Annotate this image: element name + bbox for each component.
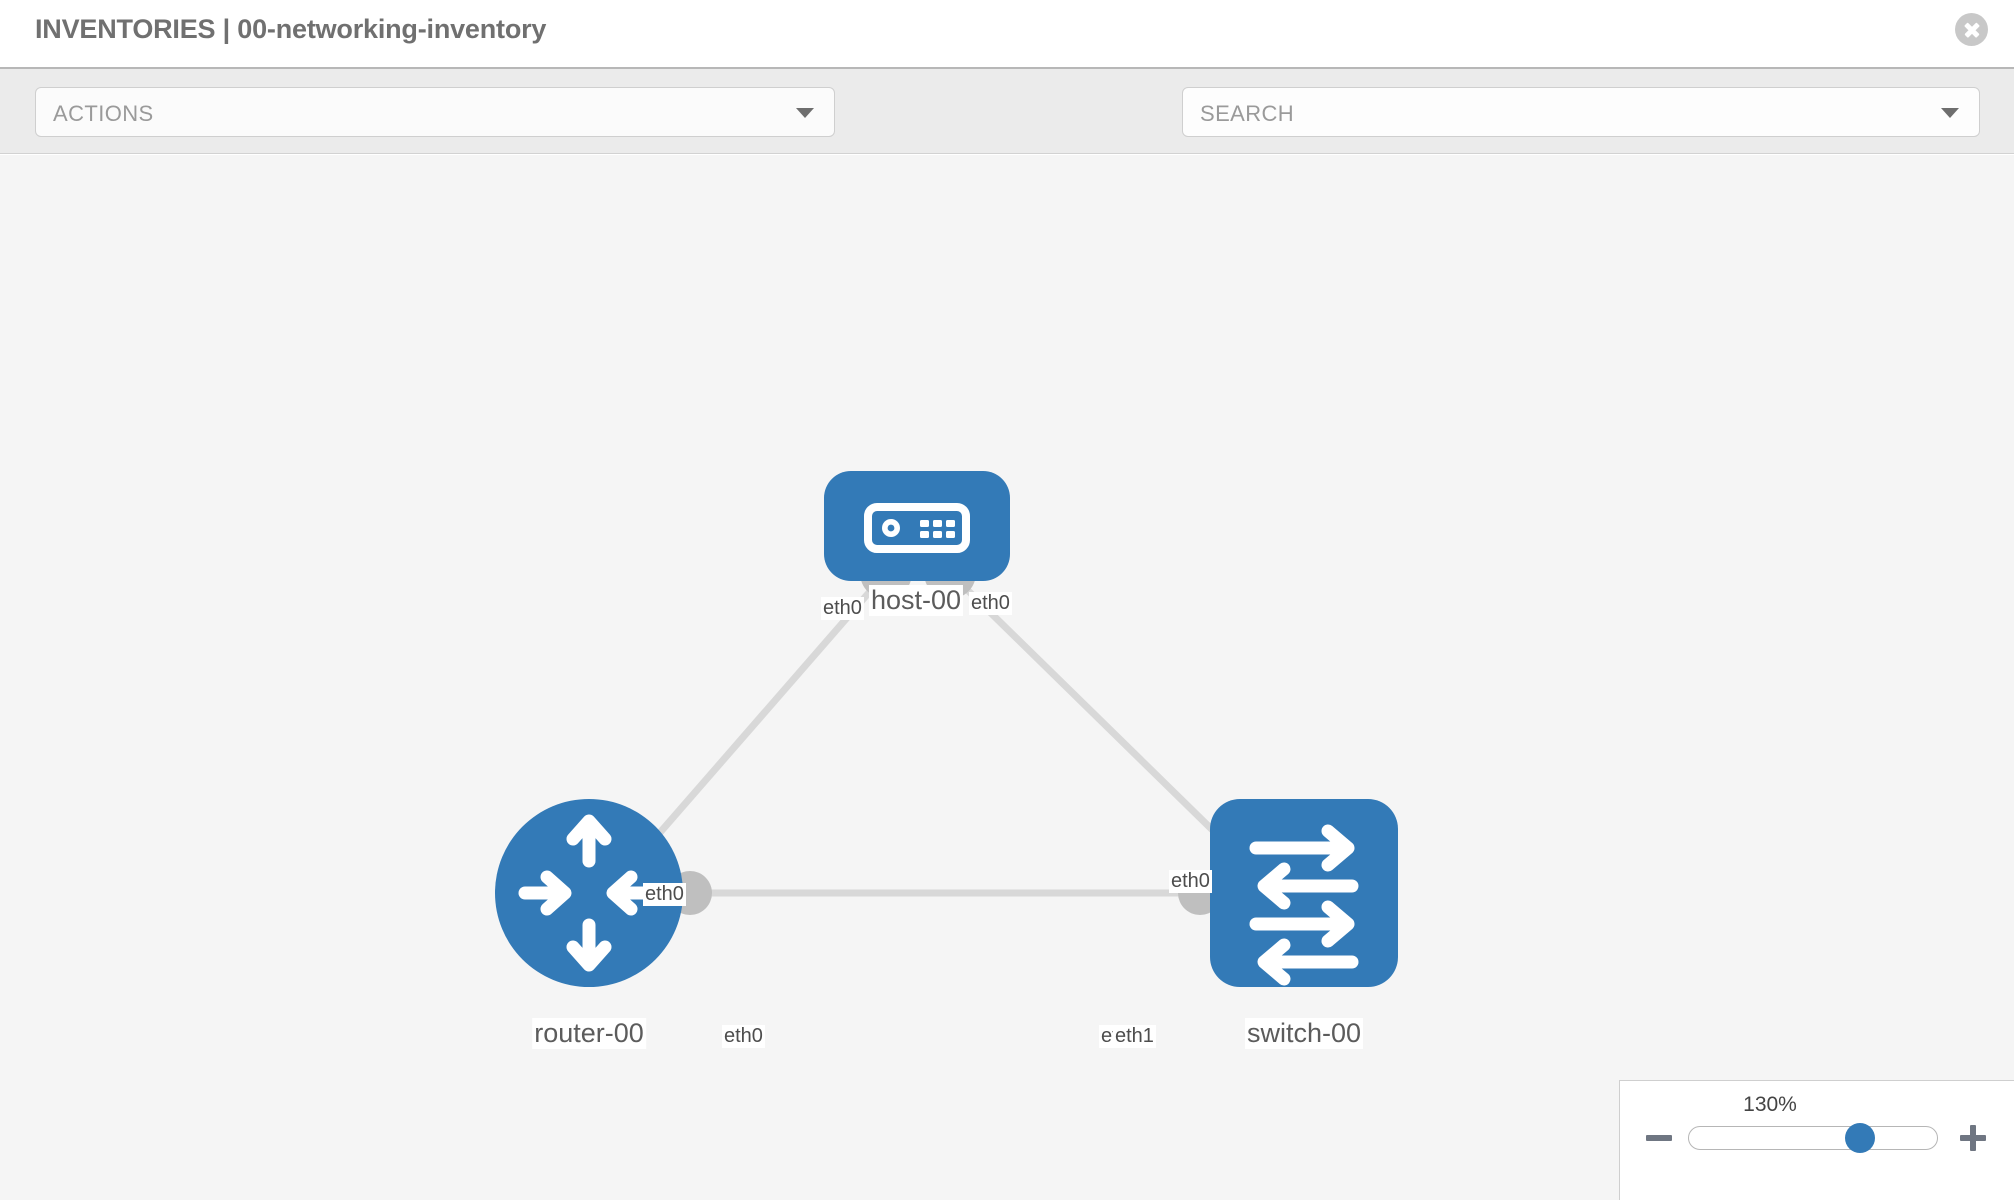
router-arrows-icon — [518, 814, 660, 972]
search-input[interactable]: SEARCH — [1182, 87, 1980, 137]
zoom-in-button[interactable] — [1960, 1125, 1986, 1151]
actions-dropdown[interactable]: ACTIONS — [35, 87, 835, 137]
node-label-switch-00: switch-00 — [1244, 1018, 1364, 1049]
zoom-out-button[interactable] — [1646, 1125, 1672, 1151]
minus-icon — [1646, 1135, 1672, 1141]
switch-arrows-icon — [1249, 824, 1359, 986]
node-host-00 — [824, 471, 1010, 581]
chevron-down-icon[interactable] — [1941, 108, 1959, 118]
edge-label: eth0 — [643, 883, 686, 906]
zoom-control-panel: 130% — [1619, 1080, 2014, 1200]
edge-label: eth0 — [821, 597, 864, 620]
link-host-switch — [947, 570, 1241, 858]
zoom-slider-handle[interactable] — [1845, 1123, 1876, 1153]
node-label-host-00: host-00 — [868, 585, 964, 616]
zoom-level-value: 130% — [1743, 1093, 1797, 1116]
actions-dropdown-label: ACTIONS — [53, 101, 154, 126]
plus-icon-vertical — [1970, 1125, 1976, 1151]
node-switch-00 — [1210, 799, 1398, 987]
edge-label: eth0 — [722, 1025, 765, 1048]
edge-label: eth1 — [1113, 1025, 1156, 1048]
page-title: INVENTORIES | 00-networking-inventory — [35, 14, 547, 44]
server-icon — [864, 503, 970, 553]
close-icon[interactable] — [1955, 13, 1988, 46]
edge-label: eth0 — [969, 592, 1012, 615]
topology-canvas[interactable]: eth0 eth0 eth0 eth0 eth0 eth0 eth1 host-… — [0, 155, 2014, 1200]
node-label-router-00: router-00 — [532, 1018, 646, 1049]
edge-label: eth0 — [1169, 870, 1212, 893]
search-placeholder: SEARCH — [1200, 101, 1295, 126]
chevron-down-icon — [796, 108, 814, 118]
node-router-00 — [495, 799, 683, 987]
zoom-slider[interactable] — [1688, 1123, 1938, 1153]
page-header: INVENTORIES | 00-networking-inventory — [0, 0, 2014, 69]
topology-graph — [495, 471, 1398, 987]
link-host-router — [627, 570, 889, 870]
toolbar: ACTIONS SEARCH — [0, 69, 2014, 202]
